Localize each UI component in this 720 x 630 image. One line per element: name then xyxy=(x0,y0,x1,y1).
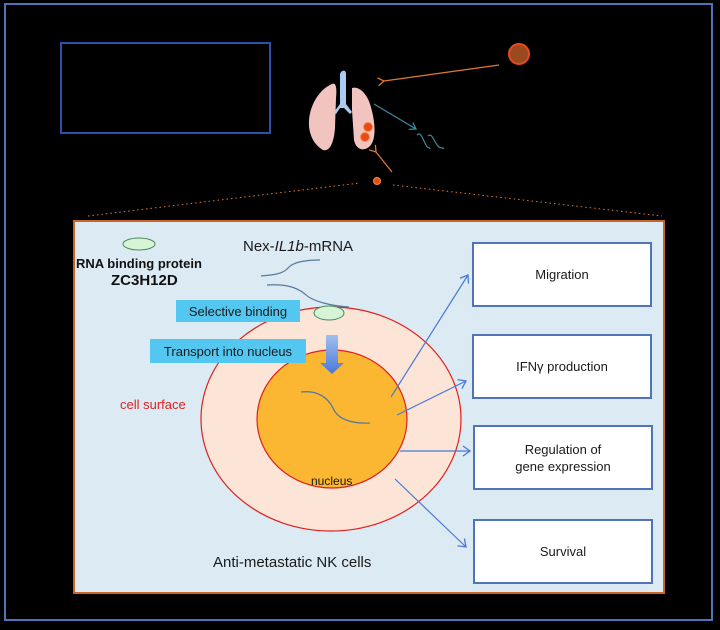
bound-rbp-icon xyxy=(313,305,345,321)
nk-cell-diagram xyxy=(122,237,472,548)
rbp-label-line1: RNA binding protein xyxy=(76,256,202,271)
mrna-label: Nex-IL1b-mRNA xyxy=(243,238,353,255)
selective-binding-label: Selective binding xyxy=(176,300,300,322)
secretion-squiggle-1 xyxy=(416,133,431,150)
mrna-label-gene: IL1b xyxy=(274,238,304,255)
lungs-icon xyxy=(308,70,375,151)
outcome-label-line1: Regulation of xyxy=(524,441,602,457)
outcome-label-line2: gene expression xyxy=(515,458,611,474)
transport-label: Transport into nucleus xyxy=(150,339,306,363)
mrna-label-suffix: -mRNA xyxy=(303,238,354,255)
nucleus-label: nucleus xyxy=(311,474,353,488)
nuclear-mrna xyxy=(300,391,371,424)
panel-caption: Anti-metastatic NK cells xyxy=(213,554,372,571)
outcome-label: Survival xyxy=(539,544,587,559)
title-box xyxy=(60,42,271,134)
arrow-to-migration xyxy=(390,274,470,398)
rbp-legend-icon xyxy=(122,237,156,251)
arrow-nk-to-lung xyxy=(368,144,393,173)
arrow-lung-to-secretion xyxy=(373,103,418,131)
arrow-tumor-to-lung xyxy=(377,64,500,87)
distant-tumor-icon xyxy=(508,43,530,65)
outer-frame xyxy=(4,3,713,621)
cell-surface-label: cell surface xyxy=(120,397,186,412)
nk-cell-panel: RNA binding protein ZC3H12D Nex-IL1b-mRN… xyxy=(73,220,665,594)
lung-tumor-1 xyxy=(363,122,373,132)
arrow-to-ifng xyxy=(396,378,468,416)
mrna-label-prefix: Nex- xyxy=(243,238,275,255)
zoom-line-left xyxy=(87,182,361,217)
outcome-label: IFNγ production xyxy=(516,359,608,374)
zoom-line-right xyxy=(392,184,663,217)
outcome-migration: Migration xyxy=(472,242,652,307)
secretion-squiggle-2 xyxy=(427,134,445,150)
rbp-label-line2: ZC3H12D xyxy=(111,272,178,289)
nk-cell-dot xyxy=(373,177,381,185)
lung-tumor-2 xyxy=(360,132,370,142)
mrna-strand-1 xyxy=(260,259,321,277)
outcome-label: Migration xyxy=(535,267,589,282)
outcome-survival: Survival xyxy=(473,519,653,584)
outcome-ifng-production: IFNγ production xyxy=(472,334,652,399)
outcome-gene-regulation: Regulation of gene expression xyxy=(473,425,653,490)
arrow-to-survival xyxy=(394,478,467,548)
mrna-strand-2 xyxy=(266,284,350,308)
transport-down-arrow xyxy=(320,335,344,374)
